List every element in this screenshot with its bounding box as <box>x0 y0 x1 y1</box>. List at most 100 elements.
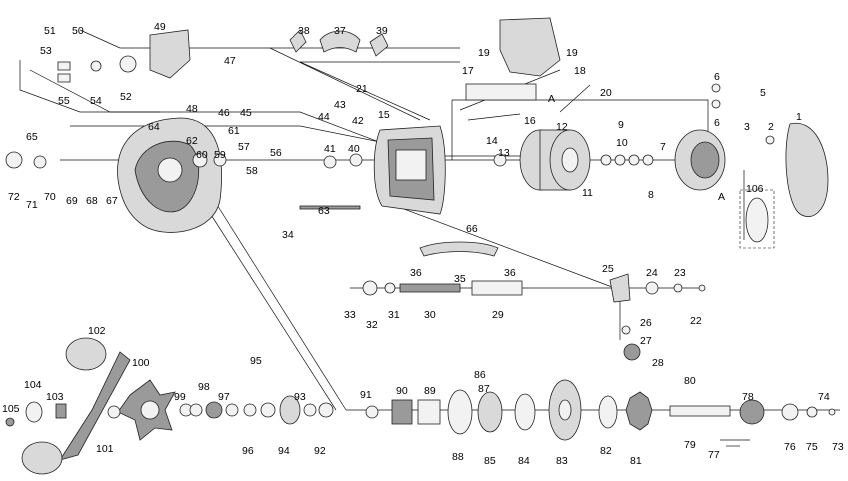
part-label-6b: 6 <box>714 117 720 129</box>
part-label-100: 100 <box>132 357 150 369</box>
ratchet-81 <box>625 391 653 431</box>
part-label-62: 62 <box>186 135 198 147</box>
part-label-94: 94 <box>278 445 290 457</box>
part-label-15: 15 <box>378 109 390 121</box>
part-label-33: 33 <box>344 309 356 321</box>
part-label-72: 72 <box>8 191 20 203</box>
worm-shaft <box>399 283 461 293</box>
part-label-A2: A <box>718 191 725 203</box>
part-label-28: 28 <box>652 357 664 369</box>
washer-82 <box>598 395 618 429</box>
part-label-40: 40 <box>348 143 360 155</box>
part-label-38: 38 <box>298 25 310 37</box>
part-label-36a: 36 <box>410 267 422 279</box>
part-label-91: 91 <box>360 389 372 401</box>
clutch-85 <box>477 391 503 433</box>
bar-35 <box>419 241 499 257</box>
part-label-104: 104 <box>24 379 42 391</box>
part-label-32: 32 <box>366 319 378 331</box>
part-label-44: 44 <box>318 111 330 123</box>
part-label-49: 49 <box>154 21 166 33</box>
part-label-10: 10 <box>616 137 628 149</box>
part-label-12: 12 <box>556 121 568 133</box>
reel-parts <box>5 17 836 475</box>
part-label-58: 58 <box>246 165 258 177</box>
rod-34 <box>299 205 361 210</box>
part-label-73: 73 <box>832 441 844 453</box>
pinion-78 <box>739 399 765 425</box>
part-label-88: 88 <box>452 451 464 463</box>
part-label-21: 21 <box>356 83 368 95</box>
part-label-77: 77 <box>708 449 720 461</box>
part-label-69: 69 <box>66 195 78 207</box>
part-label-55: 55 <box>58 95 70 107</box>
part-label-46: 46 <box>218 107 230 119</box>
part-label-87: 87 <box>478 383 490 395</box>
part-label-51: 51 <box>44 25 56 37</box>
part-label-45: 45 <box>240 107 252 119</box>
right-side-cover <box>785 122 829 218</box>
part-label-9: 9 <box>618 119 624 131</box>
part-label-37: 37 <box>334 25 346 37</box>
part-label-89: 89 <box>424 385 436 397</box>
part-label-68: 68 <box>86 195 98 207</box>
part-label-103: 103 <box>46 391 64 403</box>
cap-28 <box>623 343 641 361</box>
part-label-A1: A <box>548 93 555 105</box>
part-label-95: 95 <box>250 355 262 367</box>
dial-106 <box>745 197 769 243</box>
part-label-43: 43 <box>334 99 346 111</box>
part-label-97: 97 <box>218 391 230 403</box>
side-38 <box>289 29 307 53</box>
handle-arm <box>59 351 131 461</box>
part-label-31: 31 <box>388 309 400 321</box>
part-label-14: 14 <box>486 135 498 147</box>
part-label-65: 65 <box>26 131 38 143</box>
part-label-24: 24 <box>646 267 658 279</box>
part-label-48: 48 <box>186 103 198 115</box>
part-label-59: 59 <box>214 149 226 161</box>
part-label-79: 79 <box>684 439 696 451</box>
part-label-34: 34 <box>282 229 294 241</box>
part-label-25: 25 <box>602 263 614 275</box>
part-label-30: 30 <box>424 309 436 321</box>
part-label-5: 5 <box>760 87 766 99</box>
part-label-85: 85 <box>484 455 496 467</box>
part-label-90: 90 <box>396 385 408 397</box>
part-label-81: 81 <box>630 455 642 467</box>
line-guide-29 <box>471 280 523 296</box>
part-label-67: 67 <box>106 195 118 207</box>
part-label-78: 78 <box>742 391 754 403</box>
part-label-80: 80 <box>684 375 696 387</box>
handle-knob-bottom <box>21 441 63 475</box>
part-label-106: 106 <box>746 183 764 195</box>
part-label-36b: 36 <box>504 267 516 279</box>
part-label-41: 41 <box>324 143 336 155</box>
part-label-96: 96 <box>242 445 254 457</box>
part-label-61: 61 <box>228 125 240 137</box>
part-label-1: 1 <box>796 111 802 123</box>
part-label-101: 101 <box>96 443 114 455</box>
part-label-47: 47 <box>224 55 236 67</box>
part-label-23: 23 <box>674 267 686 279</box>
part-label-26: 26 <box>640 317 652 329</box>
part-label-92: 92 <box>314 445 326 457</box>
part-label-64: 64 <box>148 121 160 133</box>
part-label-27: 27 <box>640 335 652 347</box>
part-label-52: 52 <box>120 91 132 103</box>
part-label-84: 84 <box>518 455 530 467</box>
part-label-35: 35 <box>454 273 466 285</box>
washer-84 <box>514 393 536 431</box>
part-label-71: 71 <box>26 199 38 211</box>
part-label-56: 56 <box>270 147 282 159</box>
top-plate-18 <box>499 17 561 77</box>
part-label-29: 29 <box>492 309 504 321</box>
part-label-3: 3 <box>744 121 750 133</box>
part-label-42: 42 <box>352 115 364 127</box>
side-39 <box>369 33 389 57</box>
handle-knob-top <box>65 337 107 371</box>
part-label-7: 7 <box>660 141 666 153</box>
guide-lines <box>19 29 840 447</box>
